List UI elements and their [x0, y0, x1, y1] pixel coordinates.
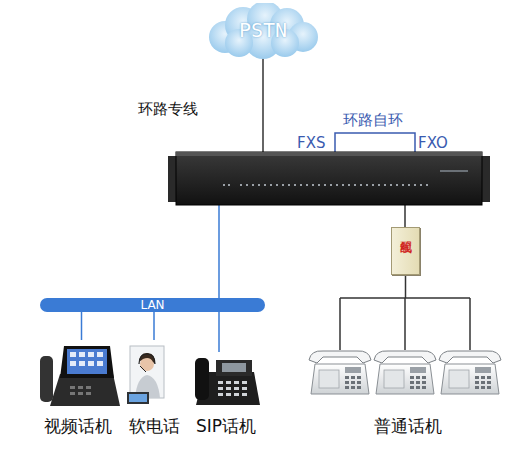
port-label: FXS [297, 134, 325, 152]
node-caption: 视频话机 [23, 415, 133, 438]
distribution-box: 配线箱 [391, 227, 420, 275]
phone-group: 视频话机 [33, 340, 123, 440]
line-label: 环路专线 [138, 100, 198, 119]
node-label: LAN [40, 298, 265, 312]
sip-phone-icon [195, 358, 260, 405]
phone-bus [340, 298, 470, 350]
phone-group: SIP话机 [188, 350, 264, 440]
cloud-node: PSTN [203, 3, 323, 59]
loopback-bracket [335, 133, 415, 152]
plain-phone-icons [309, 351, 501, 394]
phone-cable [404, 205, 406, 227]
lan-bar: LAN [40, 298, 265, 312]
lan-cable [218, 205, 220, 352]
node-caption: 普通话机 [290, 415, 524, 438]
connector-line [153, 312, 155, 340]
node-label: PSTN [203, 18, 323, 42]
phone-group: 软电话 [125, 340, 183, 440]
connector-line [81, 312, 83, 340]
connector-line [405, 275, 407, 298]
trunk-line [262, 58, 264, 152]
node-caption: 软电话 [115, 415, 193, 438]
port-label: FXO [418, 134, 448, 152]
loop-label: 环路自环 [343, 111, 403, 130]
video-phone-icon [40, 346, 120, 406]
phone-group: 普通话机 [300, 298, 515, 440]
gateway-device [168, 152, 490, 205]
node-caption: SIP话机 [178, 415, 274, 438]
softphone-icon [127, 346, 164, 404]
